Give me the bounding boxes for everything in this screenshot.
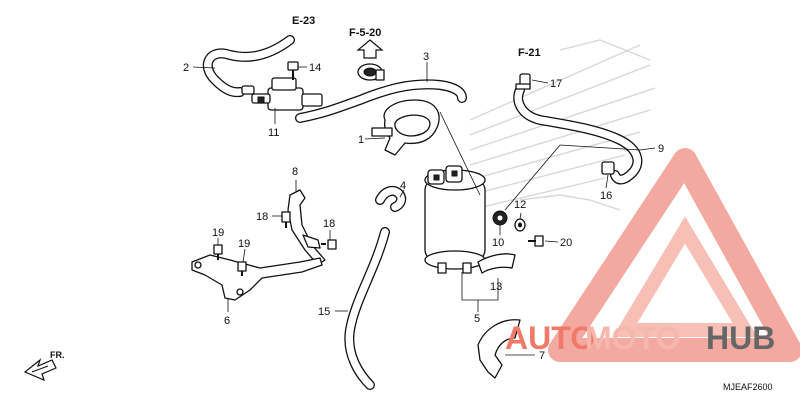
watermark-text: AUTO MOTO HUB: [505, 320, 775, 356]
callout-11: 11: [268, 127, 279, 139]
hose-9: [513, 85, 643, 185]
joint-17: [515, 73, 531, 90]
diagram-code: MJEAF2600: [723, 382, 773, 392]
callout-19-b: 19: [238, 238, 250, 250]
callout-16: 16: [600, 190, 612, 202]
ref-e23: E-23: [292, 15, 315, 27]
callout-18-a: 18: [256, 211, 268, 223]
callout-14: 14: [309, 62, 321, 74]
bolt-19-b: [237, 261, 247, 276]
evap-canister: [424, 165, 486, 274]
callout-1: 1: [358, 134, 364, 146]
bracket-6: [191, 254, 323, 301]
callout-13: 13: [490, 281, 502, 293]
band-13: [477, 253, 516, 274]
callout-17: 17: [550, 78, 562, 90]
watermark-triangle: [548, 148, 800, 362]
callout-7: 7: [539, 350, 545, 362]
leader-lines: [192, 62, 656, 356]
ref-f520: F-5-20: [349, 27, 381, 39]
callout-4: 4: [400, 180, 406, 192]
callout-9: 9: [658, 143, 664, 155]
solenoid-valve: [241, 77, 323, 111]
ref-arrow-f520: [356, 39, 384, 59]
watermark-auto: AUTO: [505, 320, 595, 356]
callout-2: 2: [183, 62, 189, 74]
hose-2: [202, 35, 295, 98]
hose-15: [344, 227, 390, 390]
callout-6: 6: [224, 315, 230, 327]
callout-3: 3: [423, 51, 429, 63]
callout-10: 10: [492, 237, 504, 249]
watermark-moto: MOTO: [585, 320, 680, 356]
bolt-20: [528, 235, 544, 247]
bolt-14: [287, 61, 299, 80]
watermark-hub: HUB: [706, 320, 775, 356]
callout-5: 5: [474, 313, 480, 325]
callout-15: 15: [318, 306, 330, 318]
front-label: FR.: [50, 350, 65, 360]
hose-4: [375, 185, 407, 212]
callout-19-a: 19: [212, 227, 224, 239]
front-arrow-icon: [23, 358, 57, 382]
callout-8: 8: [292, 166, 298, 178]
ref-f21: F-21: [518, 47, 541, 59]
band-bracket: [371, 99, 440, 156]
bolt-18-a: [281, 211, 291, 228]
callout-20: 20: [560, 237, 572, 249]
collar-12: [514, 218, 526, 232]
callout-12: 12: [514, 199, 526, 211]
hose-3: [295, 79, 467, 123]
hose-clamp: [357, 63, 385, 81]
bracket-8: [287, 189, 326, 266]
bolt-18-b: [321, 239, 337, 250]
cover-7: [477, 319, 521, 379]
grommet-10: [492, 210, 508, 226]
clip-16: [601, 161, 615, 175]
callout-18-b: 18: [323, 218, 335, 230]
